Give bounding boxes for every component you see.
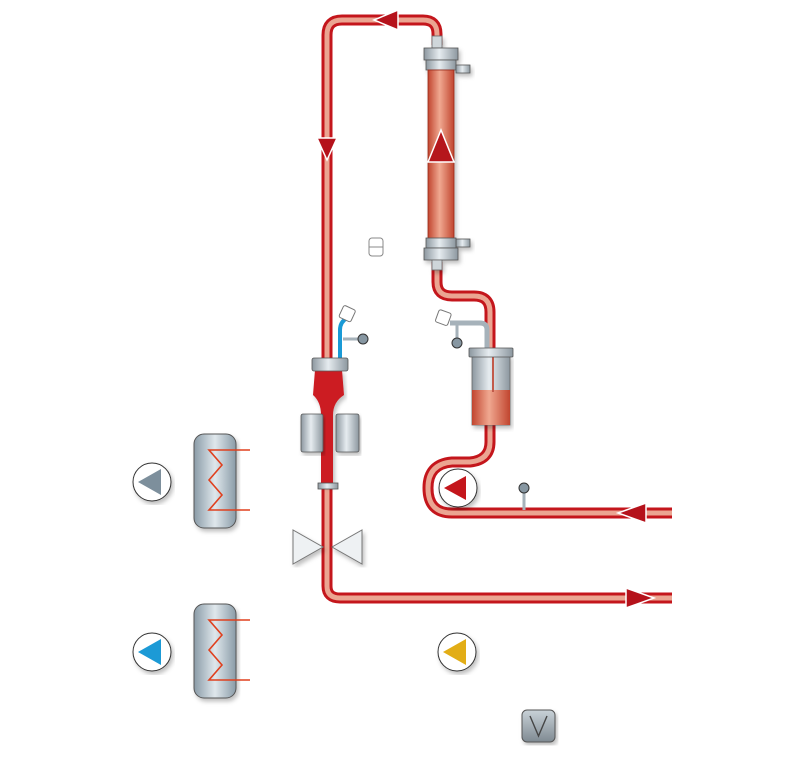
pump-triangle-icon <box>443 639 466 665</box>
venous-chamber <box>300 305 369 490</box>
dialyzer <box>423 35 471 271</box>
tube-dialyzer-to-chamber <box>431 262 496 350</box>
drip-chamber <box>435 309 514 426</box>
pump-triangle-icon <box>444 476 466 500</box>
arrow-left-icon <box>372 8 399 32</box>
pressure-gauge-icon <box>518 482 530 494</box>
tube-venous-outlet <box>321 485 672 604</box>
flow-arrows <box>315 8 657 610</box>
arrow-left-icon <box>615 501 647 525</box>
arrow-up-icon <box>426 128 456 163</box>
tubing <box>321 14 672 604</box>
heater <box>193 603 250 699</box>
pressure-gauge-icon <box>357 333 369 345</box>
chevron-down-button[interactable] <box>521 709 556 743</box>
heater <box>193 433 250 529</box>
filter-cap-icon <box>338 305 356 323</box>
tube-clamp[interactable] <box>292 529 363 565</box>
pressure-gauge-icon <box>451 337 463 349</box>
arterial-pressure-gauge <box>518 482 530 510</box>
blue-pump[interactable] <box>132 632 172 672</box>
small-toggle-icon[interactable] <box>368 237 384 257</box>
arrow-down-icon <box>315 137 339 162</box>
chevron-down-icon <box>529 715 548 738</box>
blood-pump[interactable] <box>438 468 478 508</box>
pump-triangle-icon <box>138 639 161 665</box>
yellow-pump[interactable] <box>437 632 477 672</box>
pump-triangle-icon <box>138 469 161 495</box>
filter-cap-icon <box>435 309 452 326</box>
arrow-right-icon <box>625 586 657 610</box>
gray-pump[interactable] <box>132 462 172 502</box>
